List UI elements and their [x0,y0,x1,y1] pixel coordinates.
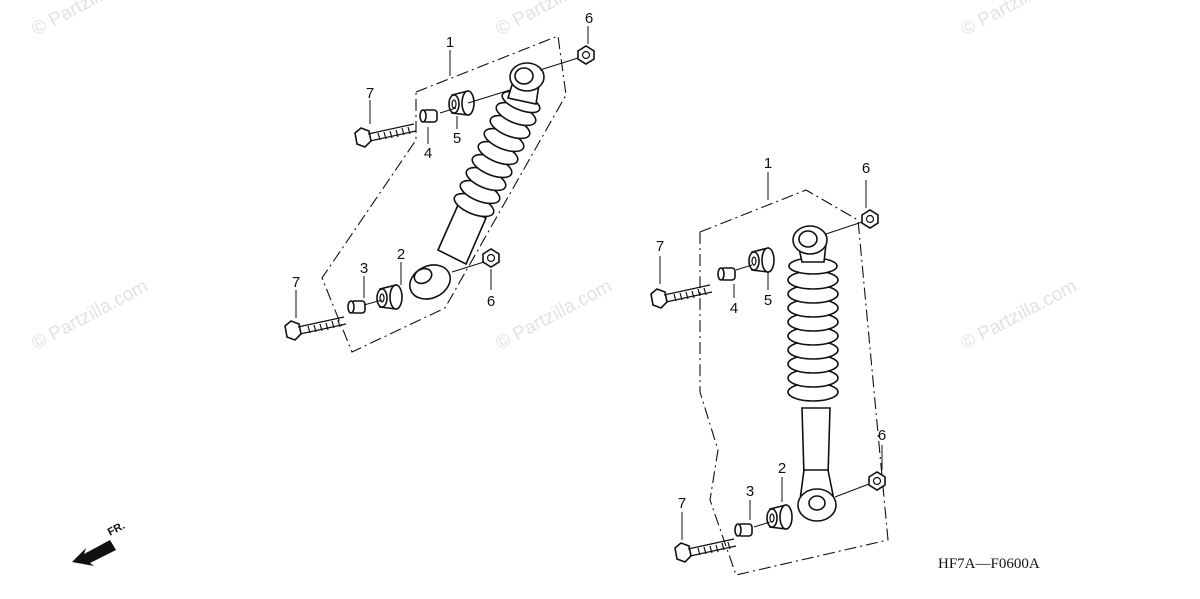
watermark-text: © Partzilla.com [492,276,615,355]
callout-number: 5 [764,292,772,309]
callout-number: 7 [366,85,374,102]
assembly-boundary [699,189,889,576]
front-arrow-icon [72,540,116,566]
flange-bolt [354,123,417,148]
callout-number: 7 [678,495,686,512]
callout-number: 5 [453,130,461,147]
callout-number: 4 [730,300,738,317]
callout-number: 1 [446,34,454,51]
flange-nut [577,45,595,65]
shock-absorber [409,62,545,300]
callout-number: 2 [778,460,786,477]
collar [448,90,475,116]
spacer [347,300,366,314]
callout-number: 4 [424,145,432,162]
flange-nut [868,471,886,491]
flange-bolt [650,284,713,309]
callout-number: 6 [878,427,886,444]
shock-absorber [787,225,839,522]
front-label: FR. [106,520,127,539]
spacer [717,267,736,281]
callout-number: 7 [292,274,300,291]
callout-number: 2 [397,246,405,263]
callout-number: 6 [487,293,495,310]
watermarks: © Partzilla.com © Partzilla.com © Partzi… [28,0,1080,354]
flange-bolt [284,316,347,341]
flange-bolt [674,538,737,563]
right-shock-assembly: 1 6 7 4 5 3 2 6 7 [650,155,889,576]
spacer [419,109,438,123]
diagram-code: HF7A—F0600A [938,556,1040,572]
callout-number: 1 [764,155,772,172]
collar [766,504,793,530]
collar [748,247,775,273]
spacer [734,523,753,537]
left-shock-assembly: 1 6 7 4 5 3 2 6 7 [284,10,595,353]
flange-nut [861,209,879,229]
watermark-text: © Partzilla.com [28,0,151,40]
flange-nut [482,248,500,268]
callout-number: 6 [862,160,870,177]
callout-number: 3 [746,483,754,500]
callout-number: 6 [585,10,593,27]
watermark-text: © Partzilla.com [28,276,151,355]
callout-number: 3 [360,260,368,277]
watermark-text: © Partzilla.com [957,0,1080,40]
watermark-text: © Partzilla.com [492,0,615,40]
collar [376,284,403,310]
watermark-text: © Partzilla.com [957,276,1080,355]
front-direction-indicator: FR. [72,520,127,566]
assembly-boundary [321,35,567,353]
callout-number: 7 [656,238,664,255]
